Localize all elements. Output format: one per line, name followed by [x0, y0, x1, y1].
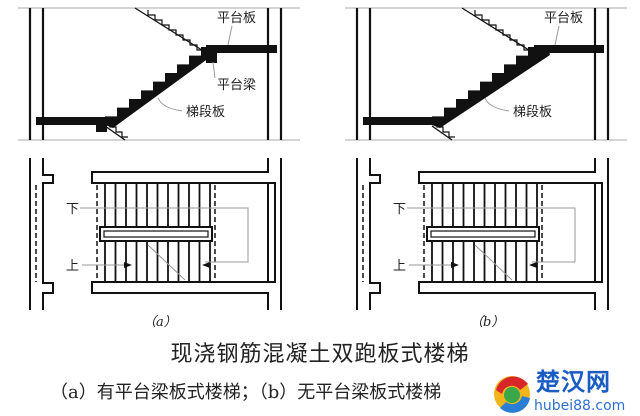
- arrow-icon: [202, 262, 210, 268]
- globe-logo-icon: [494, 376, 530, 413]
- leader-line: [157, 97, 183, 112]
- leader-line: [554, 25, 560, 46]
- plan-left-wall: [29, 158, 54, 310]
- leader-line: [212, 61, 216, 79]
- plan-stair-outline: [418, 158, 609, 310]
- flight-slab: [432, 47, 550, 128]
- arrow-icon: [451, 262, 459, 268]
- figure-subtitle: （a）有平台梁板式楼梯；（b）无平台梁板式楼梯: [50, 382, 442, 403]
- direction-line-down: [407, 207, 576, 263]
- landing-slab-lower: [363, 117, 433, 125]
- label-landing-slab: 平台板: [544, 11, 583, 26]
- leader-line: [227, 25, 233, 46]
- arrow-icon: [124, 262, 132, 268]
- watermark-name: 楚汉网: [536, 368, 611, 396]
- panel-caption: （a）: [143, 314, 177, 330]
- label-landing-slab: 平台板: [217, 11, 256, 26]
- plan-left-wall: [356, 158, 381, 310]
- plan-stair-outline: [91, 158, 282, 310]
- handrail-outer: [99, 226, 213, 242]
- label-up: 上: [393, 259, 406, 274]
- lower-flight-soffit: [431, 125, 453, 141]
- handrail-inner: [430, 230, 536, 238]
- lower-flight-soffit: [104, 125, 126, 141]
- label-down: 下: [66, 202, 79, 217]
- cut-line: [147, 244, 186, 281]
- landing-beam-lower: [96, 117, 107, 132]
- watermark-logo: 楚汉网 hubei88.com: [490, 368, 640, 416]
- landing-slab-lower: [36, 117, 106, 125]
- watermark-url: hubei88.com: [534, 398, 626, 414]
- panel-caption: （b）: [470, 314, 504, 330]
- arrow-icon: [529, 262, 537, 268]
- upper-flight-steps: [474, 10, 531, 51]
- handrail-outer: [426, 226, 540, 242]
- handrail-inner: [103, 230, 209, 238]
- label-flight-slab: 梯段板: [186, 105, 225, 120]
- label-flight-slab: 梯段板: [513, 105, 552, 120]
- upper-flight-steps: [147, 10, 204, 51]
- landing-slab-upper: [534, 45, 604, 53]
- lower-flight-steps: [436, 122, 455, 138]
- direction-line-down: [80, 207, 249, 263]
- landing-slab-upper: [207, 45, 277, 53]
- label-down: 下: [393, 202, 406, 217]
- leader-line: [484, 97, 510, 112]
- label-up: 上: [66, 259, 79, 274]
- figure-title: 现浇钢筋混凝土双跑板式楼梯: [170, 342, 470, 367]
- cut-line: [474, 244, 513, 281]
- label-landing-beam: 平台梁: [217, 78, 256, 93]
- lower-flight-steps: [109, 122, 128, 138]
- flight-slab: [105, 47, 213, 128]
